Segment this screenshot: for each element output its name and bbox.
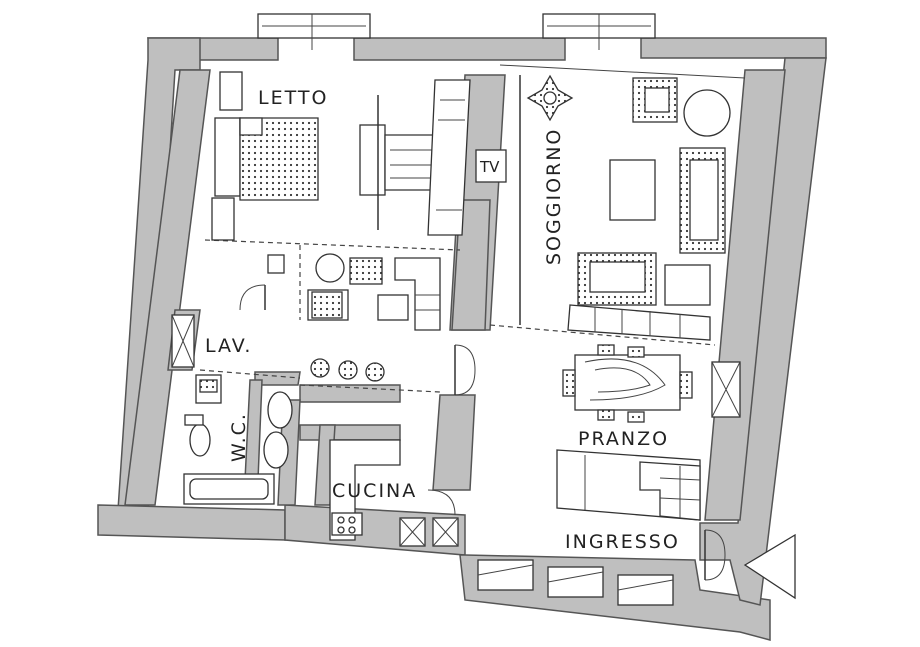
entrance-arrow-icon (743, 533, 796, 600)
room-label-lav: LAV. (205, 335, 252, 357)
bathroom-furniture (171, 314, 293, 505)
entrance-furniture (477, 449, 726, 606)
room-label-letto: LETTO (258, 87, 328, 109)
dining-furniture (454, 344, 741, 423)
tv-unit (475, 149, 507, 183)
window-top-left (257, 13, 371, 50)
bed (239, 117, 319, 201)
bedroom-furniture (211, 71, 471, 241)
tv-label: TV (479, 158, 500, 176)
kitchen-furniture (329, 439, 459, 547)
room-label-pranzo: PRANZO (578, 428, 669, 450)
room-dividers (199, 239, 716, 393)
room-label-cucina: CUCINA (332, 480, 417, 502)
room-label-ingresso: INGRESSO (565, 531, 680, 553)
plant-icon (526, 74, 574, 122)
window-top-right (542, 13, 656, 50)
living-furniture (475, 64, 746, 341)
room-label-soggiorno: SOGGIORNO (543, 128, 565, 265)
hallway-furniture (239, 253, 441, 382)
room-label-wc: W.C. (228, 412, 250, 462)
